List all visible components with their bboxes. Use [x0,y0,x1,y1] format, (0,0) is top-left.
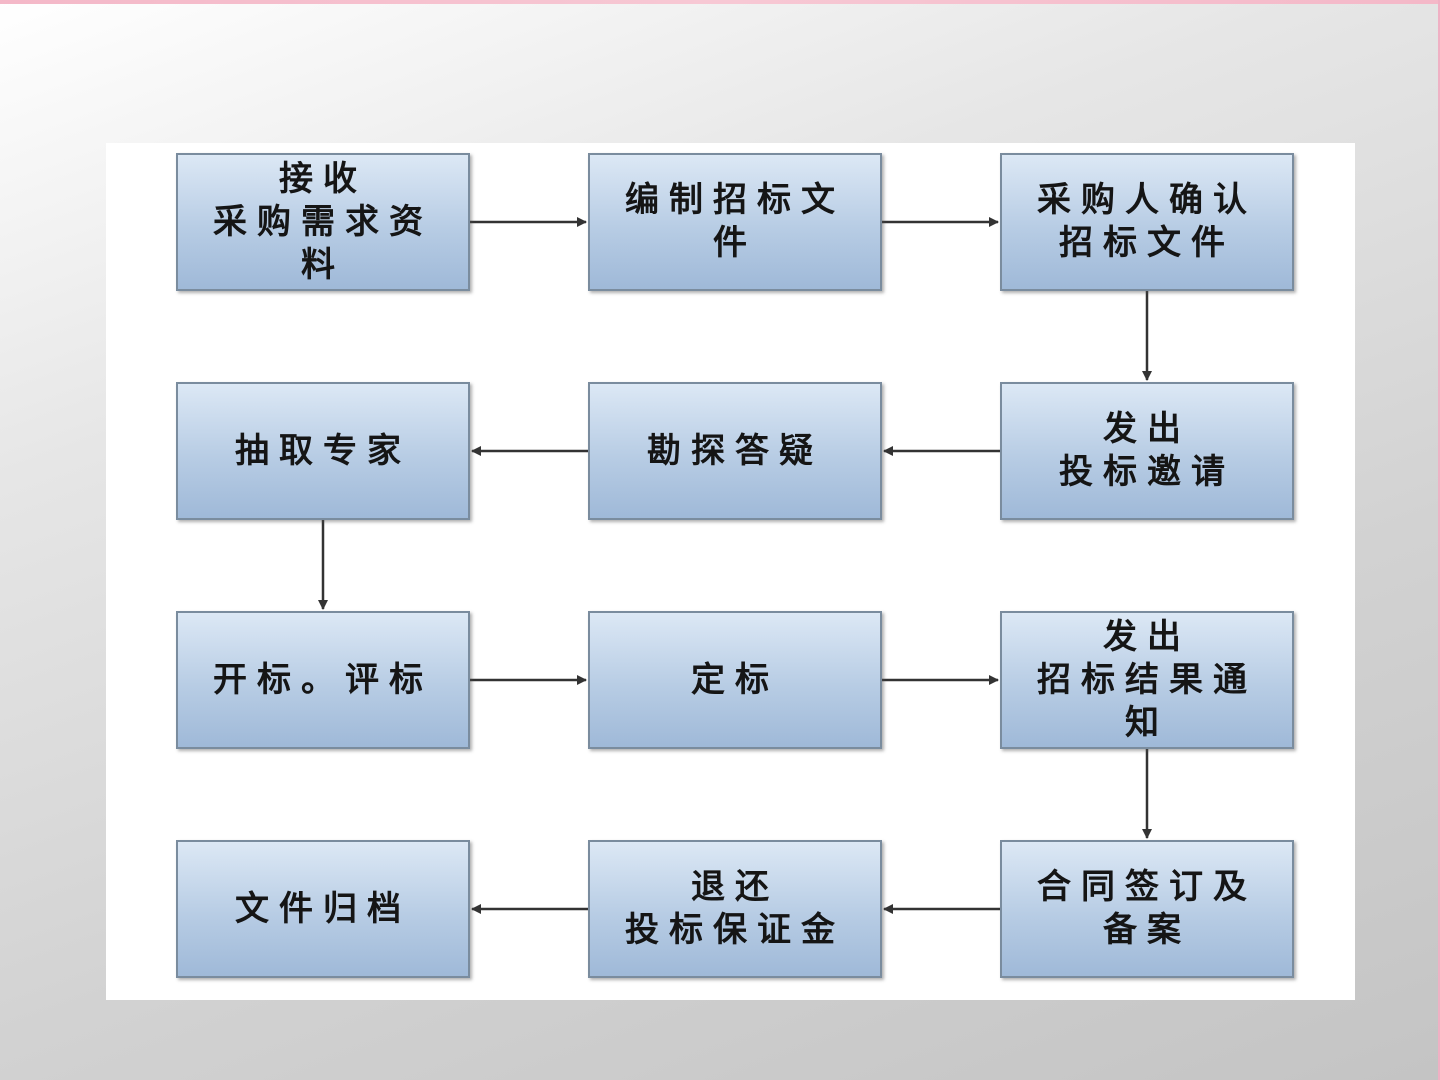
step-archive-documents: 文件归档 [176,840,470,978]
step-issue-invitation: 发出 投标邀请 [1000,382,1294,520]
step-award: 定标 [588,611,882,749]
flowchart-panel: 接收 采购需求资 料 编制招标文 件 采购人确认 招标文件 发出 投标邀请 勘探… [106,143,1355,1000]
step-purchaser-confirm: 采购人确认 招标文件 [1000,153,1294,291]
step-label: 发出 投标邀请 [1059,409,1235,492]
step-label: 编制招标文 件 [625,180,845,263]
step-label: 采购人确认 招标文件 [1037,180,1257,263]
slide-edge-accent [1438,0,1440,1080]
step-label: 接收 采购需求资 料 [213,158,433,285]
step-contract-signing: 合同签订及 备案 [1000,840,1294,978]
step-site-survey-qa: 勘探答疑 [588,382,882,520]
step-bid-opening-evaluation: 开标。评标 [176,611,470,749]
flow-connectors [318,217,1152,914]
step-select-experts: 抽取专家 [176,382,470,520]
step-label: 抽取专家 [235,430,411,471]
step-label: 合同签订及 备案 [1037,867,1257,950]
step-prepare-tender-docs: 编制招标文 件 [588,153,882,291]
step-label: 勘探答疑 [647,430,823,471]
step-label: 退还 投标保证金 [625,867,845,950]
step-receive-requirements: 接收 采购需求资 料 [176,153,470,291]
step-label: 文件归档 [235,888,411,929]
step-label: 开标。评标 [213,659,433,700]
step-issue-result-notice: 发出 招标结果通 知 [1000,611,1294,749]
step-label: 定标 [691,659,779,700]
step-label: 发出 招标结果通 知 [1037,616,1257,743]
slide-top-bar [0,0,1440,4]
step-refund-bid-bond: 退还 投标保证金 [588,840,882,978]
